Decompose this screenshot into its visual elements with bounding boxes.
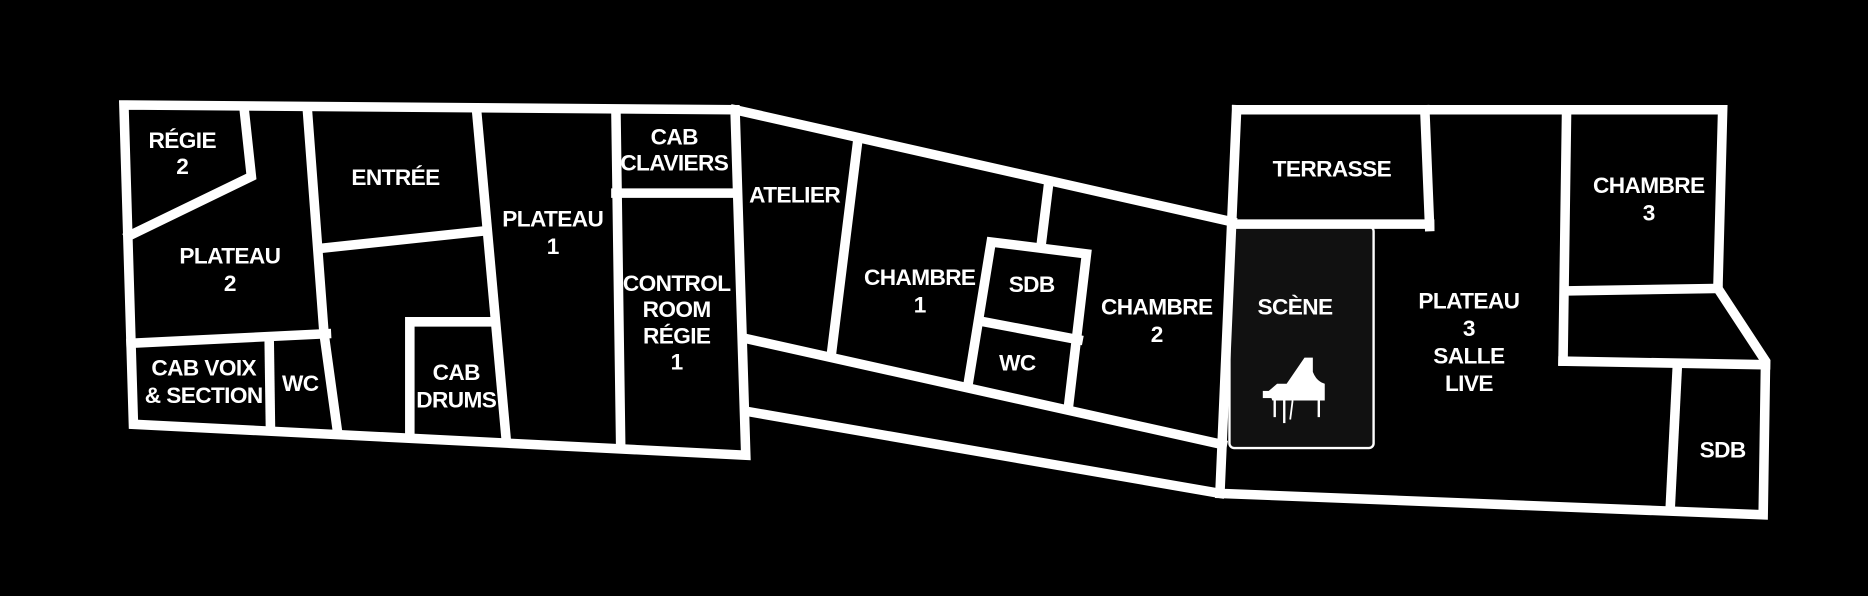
room-sdb-1: SDB (1009, 272, 1055, 297)
scene-area (1228, 225, 1375, 450)
room-sdb-2: SDB (1700, 438, 1746, 463)
room-entree: ENTRÉE (351, 165, 440, 190)
grand-piano-icon (1262, 357, 1325, 424)
room-atelier: ATELIER (749, 183, 840, 208)
room-wc-2: WC (999, 351, 1036, 376)
room-terrasse: TERRASSE (1273, 156, 1392, 181)
walls-left-block (118, 100, 751, 461)
room-scene: SCÈNE (1257, 295, 1332, 320)
room-wc-1: WC (282, 371, 319, 396)
room-cab-voix-section: CAB VOIX& SECTION (145, 355, 263, 407)
walls-middle-block (729, 104, 1238, 499)
